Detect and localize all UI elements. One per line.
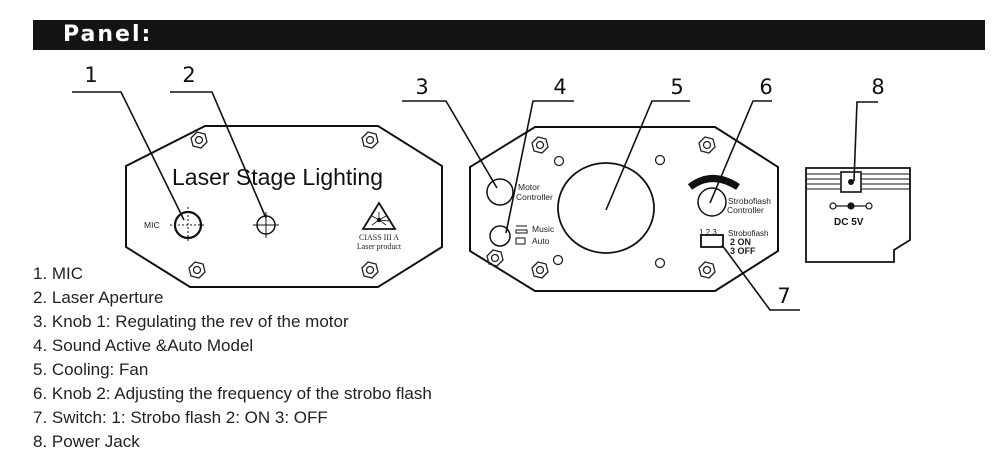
screw-icon: [531, 136, 549, 154]
screw-icon: [486, 249, 504, 267]
legend-item: 3. Knob 1: Regulating the rev of the mot…: [33, 312, 349, 331]
motor-knob[interactable]: [486, 178, 514, 206]
front-panel: [125, 125, 443, 288]
polarity-icon: [829, 202, 873, 210]
power-jack[interactable]: [840, 171, 862, 193]
screw-icon: [188, 261, 206, 279]
mic-port: [170, 207, 206, 243]
motor-label-line1: Motor: [518, 182, 540, 192]
strobo-knob[interactable]: [697, 187, 727, 217]
mode-indicators: [515, 225, 528, 245]
screw-icon: [190, 131, 208, 149]
laser-warning-icon: [361, 201, 397, 230]
laser-aperture: [253, 212, 279, 238]
power-panel-outline: [805, 167, 911, 263]
callout-5: 5: [670, 75, 683, 99]
leader-5: [605, 100, 690, 211]
music-label: Music: [532, 224, 555, 234]
leader-3: [402, 100, 498, 189]
screw-icon: [361, 261, 379, 279]
legend-item: 5. Cooling: Fan: [33, 360, 149, 379]
strobo-label-line2: Controller: [727, 205, 764, 215]
leader-2: [170, 91, 267, 219]
screw-icon: [531, 261, 549, 279]
power-jack-label: DC 5V: [834, 217, 864, 228]
cooling-fan: [557, 162, 655, 254]
front-panel-title: Laser Stage Lighting: [172, 164, 383, 190]
laser-class-label: CIASS III A: [359, 233, 399, 242]
legend-item: 1. MIC: [33, 264, 84, 283]
power-jack-pin: [848, 179, 854, 185]
legend-item: 8. Power Jack: [33, 432, 140, 451]
screw-icon: [698, 136, 716, 154]
back-screws: [486, 136, 716, 279]
switch-position-numbers: 1 2 3: [699, 228, 717, 237]
callout-3: 3: [415, 75, 428, 99]
legend-item: 2. Laser Aperture: [33, 288, 164, 307]
screw-icon: [361, 131, 379, 149]
callout-2: 2: [182, 63, 195, 87]
leader-4: [505, 100, 574, 234]
callout-8: 8: [871, 75, 884, 99]
panel-header-title: Panel:: [63, 22, 153, 47]
panel-header-bar: Panel:: [33, 20, 985, 50]
power-panel: [805, 167, 911, 263]
legend-list: 1. MIC 2. Laser Aperture 3. Knob 1: Regu…: [33, 262, 432, 454]
laser-product-label: Laser product: [357, 242, 402, 251]
callout-6: 6: [759, 75, 772, 99]
strobo-switch[interactable]: [700, 234, 724, 248]
switch-label-off: 3 OFF: [730, 246, 756, 256]
switch-label-strobo: Strobofiash: [728, 229, 768, 238]
mode-knob[interactable]: [489, 225, 511, 247]
leader-7: [721, 244, 800, 311]
leader-8: [853, 101, 878, 182]
legend-item: 6. Knob 2: Adjusting the frequency of th…: [33, 384, 432, 403]
callout-1: 1: [84, 63, 97, 87]
front-screws: [188, 131, 379, 279]
mic-label: MIC: [144, 220, 160, 230]
callout-7: 7: [777, 284, 790, 308]
legend-item: 7. Switch: 1: Strobo flash 2: ON 3: OFF: [33, 408, 328, 427]
back-holes: [552, 154, 666, 269]
legend-item: 4. Sound Active &Auto Model: [33, 336, 254, 355]
front-panel-outline: [125, 125, 443, 288]
strobo-label-line1: Strobofiash: [728, 196, 771, 206]
leader-6: [709, 100, 772, 204]
callout-4: 4: [553, 75, 566, 99]
screw-icon: [698, 261, 716, 279]
motor-label-line2: Controller: [516, 192, 553, 202]
callout-leaders: [72, 91, 878, 311]
switch-label-on: 2 ON: [730, 237, 751, 247]
auto-label: Auto: [532, 236, 550, 246]
leader-1: [72, 91, 185, 221]
strobo-knob-arc: [687, 175, 740, 190]
